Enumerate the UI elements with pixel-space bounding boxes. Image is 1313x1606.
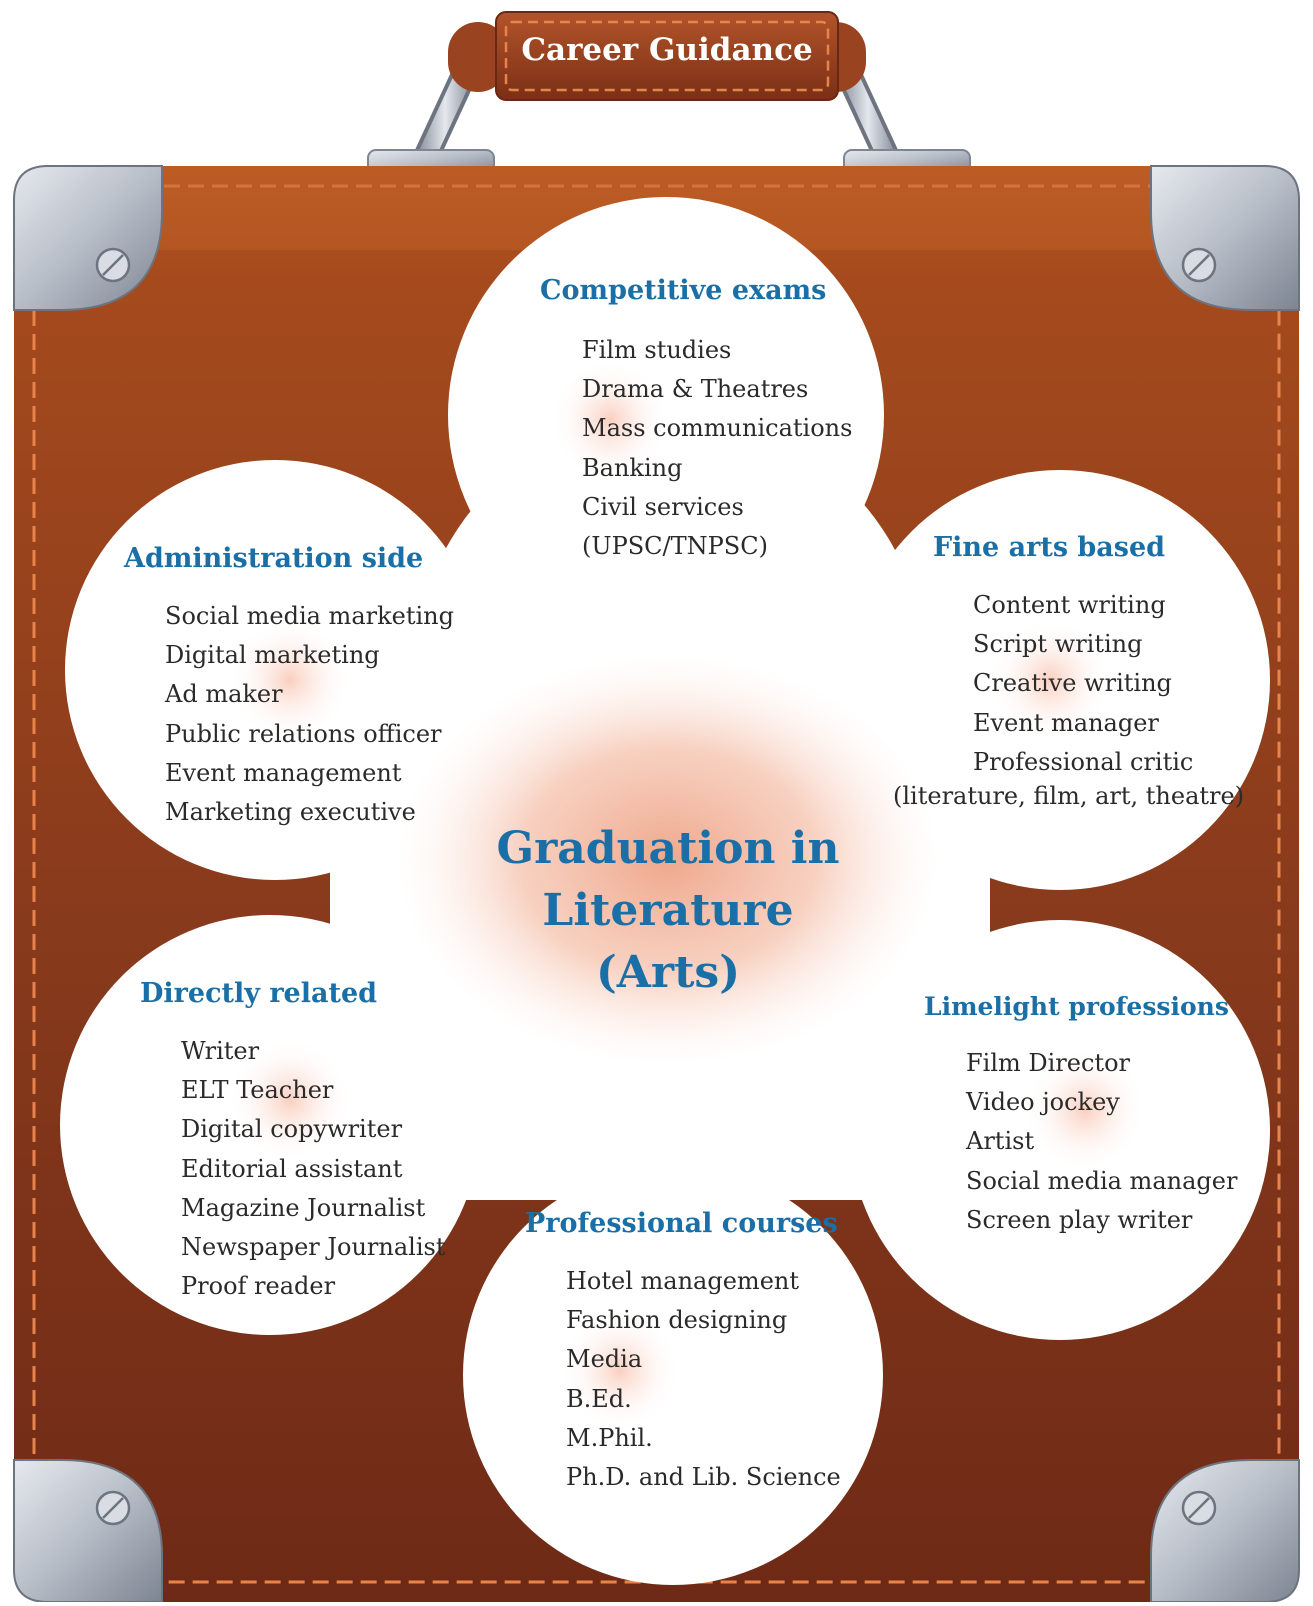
list-item: Creative writing: [973, 669, 1172, 698]
list-item: Professional critic: [973, 747, 1194, 776]
list-item: Digital copywriter: [181, 1115, 403, 1144]
center-line-2: Literature: [542, 885, 794, 936]
list-item: Drama & Theatres: [582, 375, 809, 404]
list-item: Proof reader: [181, 1272, 336, 1301]
list-item: ELT Teacher: [181, 1076, 334, 1105]
limelight-professions-list: Film Director Video jockey Artist Social…: [966, 1044, 1237, 1240]
list-item: Newspaper Journalist: [181, 1233, 446, 1262]
list-item: Digital marketing: [165, 641, 380, 670]
list-item: M.Phil.: [566, 1423, 653, 1452]
list-item: Magazine Journalist: [181, 1193, 426, 1222]
center-line-3: (Arts): [595, 947, 741, 998]
career-guidance-title: Career Guidance: [521, 32, 813, 68]
professional-courses-heading: Professional courses: [525, 1208, 838, 1239]
competitive-exams-list: Film studies Drama & Theatres Mass commu…: [582, 331, 852, 566]
glow-accents: [228, 358, 1147, 1432]
list-item: Ad maker: [165, 680, 283, 709]
list-item: Ph.D. and Lib. Science: [566, 1463, 841, 1492]
corner-screws: [95, 247, 1217, 1526]
list-item: Script writing: [973, 630, 1143, 659]
fine-arts-based-list: Content writing Script writing Creative …: [973, 586, 1193, 782]
list-item: Mass communications: [582, 414, 853, 443]
list-item: Social media manager: [966, 1166, 1238, 1195]
list-item: Film studies: [582, 336, 732, 364]
list-item: Civil services: [582, 492, 744, 521]
list-item: Writer: [181, 1037, 260, 1065]
list-item: Film Director: [966, 1049, 1130, 1077]
directly-related-list: Writer ELT Teacher Digital copywriter Ed…: [181, 1032, 445, 1306]
competitive-exams-heading: Competitive exams: [540, 275, 827, 306]
list-item: (UPSC/TNPSC): [582, 532, 768, 561]
list-item: Video jockey: [966, 1088, 1120, 1117]
handle-strap: [448, 11, 866, 101]
limelight-professions-heading: Limelight professions: [924, 992, 1229, 1021]
list-item: Screen play writer: [966, 1205, 1193, 1234]
directly-related-heading: Directly related: [140, 978, 378, 1009]
list-item: Social media marketing: [165, 602, 454, 630]
list-item: Editorial assistant: [181, 1154, 403, 1183]
fine-arts-based-heading: Fine arts based: [933, 532, 1166, 563]
list-item: B.Ed.: [566, 1384, 632, 1413]
list-item: Banking: [582, 453, 683, 482]
list-item: Marketing executive: [165, 798, 416, 827]
list-item: Public relations officer: [165, 719, 442, 748]
list-item: Hotel management: [566, 1267, 799, 1295]
list-item: Content writing: [973, 591, 1166, 619]
list-item: Media: [566, 1345, 643, 1374]
administration-side-heading: Administration side: [124, 543, 424, 574]
fine-arts-critic-detail: (literature, film, art, theatre): [893, 782, 1245, 810]
center-line-1: Graduation in: [496, 823, 840, 874]
list-item: Fashion designing: [566, 1306, 788, 1335]
professional-courses-list: Hotel management Fashion designing Media…: [566, 1262, 841, 1497]
list-item: Artist: [966, 1127, 1035, 1156]
list-item: Event management: [165, 758, 402, 787]
administration-side-list: Social media marketing Digital marketing…: [165, 597, 454, 832]
list-item: Event manager: [973, 708, 1159, 737]
